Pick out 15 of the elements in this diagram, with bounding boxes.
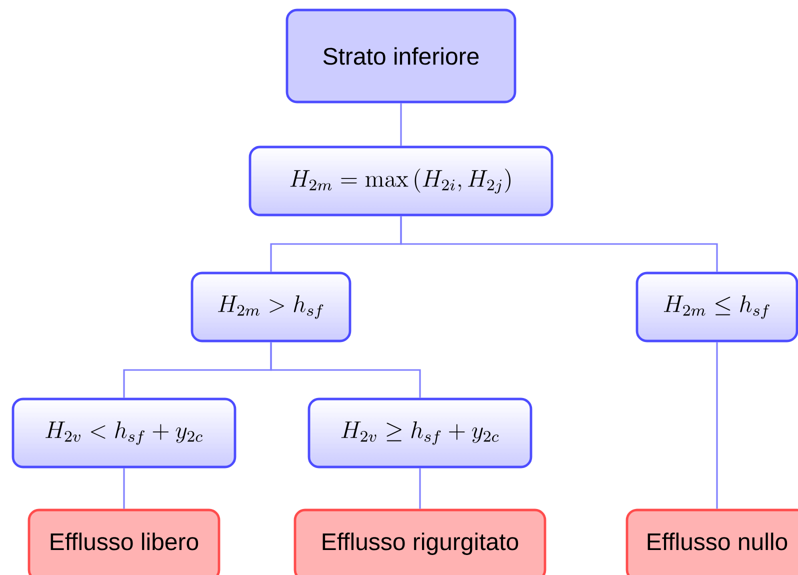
connector <box>270 342 421 398</box>
outcome-box: Efflusso rigurgitato <box>294 508 546 575</box>
condition-box: $H_{2m} > h_{sf}$ <box>190 272 352 342</box>
condition-box: $H_{2m} = \max\left(H_{2i}, H_{2j}\right)$ <box>248 146 554 216</box>
connector <box>400 216 718 272</box>
condition-box: $H_{2m} \le h_{sf}$ <box>636 272 798 342</box>
connector <box>400 103 402 146</box>
connector <box>419 468 421 509</box>
start-box: Strato inferiore <box>286 8 516 104</box>
connector <box>716 342 718 509</box>
condition-box: $H_{2v} \ge h_{sf} + y_{2c}$ <box>308 398 532 468</box>
outcome-box: Efflusso nullo <box>626 508 798 575</box>
outcome-box: Efflusso libero <box>28 508 220 575</box>
connector <box>123 468 125 509</box>
condition-box: $H_{2v} < h_{sf} + y_{2c}$ <box>12 398 236 468</box>
